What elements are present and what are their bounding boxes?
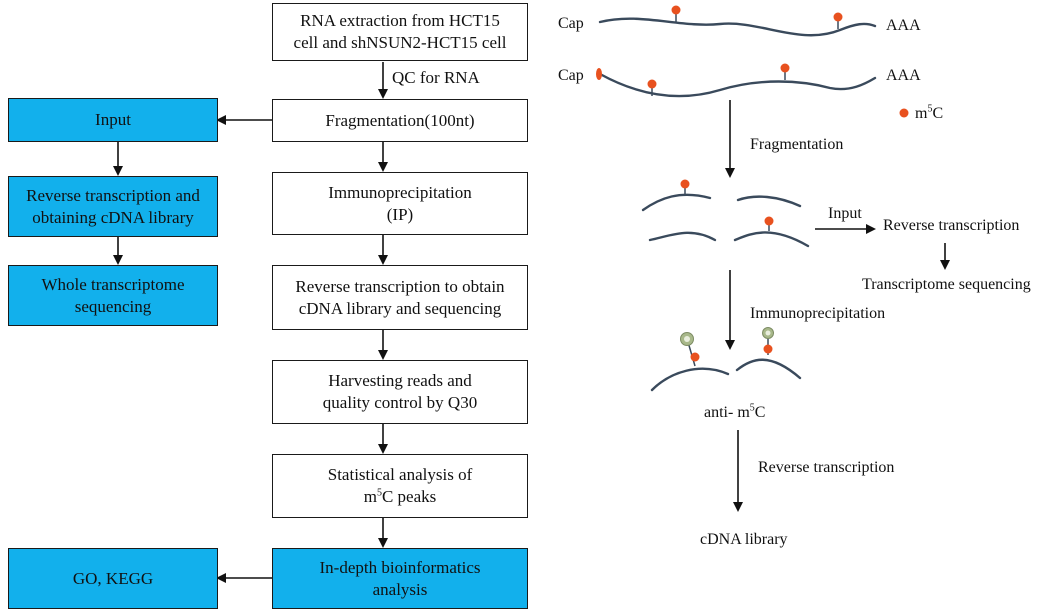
m5c-legend-mark — [899, 108, 909, 118]
m5c-mark — [764, 216, 774, 226]
flowchart-arrows — [113, 62, 950, 583]
reverse-transcription-step-label: Reverse transcription — [883, 217, 1020, 234]
rna-strand-1 — [598, 17, 877, 37]
aaa-label-1: AAA — [886, 17, 921, 34]
antibody-highlights — [684, 330, 771, 342]
antibodies — [680, 327, 774, 346]
ip-fragment-1 — [650, 367, 730, 392]
m5c-mark — [671, 5, 681, 15]
statistical-analysis-line1: Statistical analysis of — [327, 465, 473, 484]
m5c-mark — [647, 79, 657, 89]
fragment-3 — [648, 231, 717, 242]
whole-transcriptome-box: Whole transcriptome sequencing — [8, 265, 218, 326]
fragment-4 — [733, 231, 810, 248]
m5c-mark — [690, 352, 700, 362]
reverse-transcription-step2-label: Reverse transcription — [758, 459, 895, 476]
m5c-mark — [763, 344, 773, 354]
rna-extraction-box: RNA extraction from HCT15 cell and shNSU… — [272, 3, 528, 61]
rna-strand-2 — [598, 72, 877, 98]
statistical-analysis-box: Statistical analysis of m5C peaks — [272, 454, 528, 518]
bioinformatics-box: In-depth bioinformatics analysis — [272, 548, 528, 609]
qc-for-rna-label: QC for RNA — [392, 68, 480, 87]
m5c-legend-label: m5C — [915, 103, 944, 122]
m5c-mark — [780, 63, 790, 73]
transcriptome-sequencing-label: Transcriptome sequencing — [862, 276, 1031, 293]
reverse-transcription-box: Reverse transcription to obtain cDNA lib… — [272, 265, 528, 330]
fragmentation-box: Fragmentation(100nt) — [272, 99, 528, 142]
immunoprecipitation-step-label: Immunoprecipitation — [750, 305, 886, 322]
reverse-transcription-cdna-box: Reverse transcription and obtaining cDNA… — [8, 176, 218, 237]
harvesting-reads-box: Harvesting reads and quality control by … — [272, 360, 528, 424]
immunoprecipitation-box: Immunoprecipitation (IP) — [272, 172, 528, 235]
m5c-mark — [680, 179, 690, 189]
m5c-mark — [833, 12, 843, 22]
fragmentation-step-label: Fragmentation — [750, 136, 844, 153]
anti-m5c-label: anti- m5C — [704, 402, 766, 421]
methyl-marks — [596, 5, 909, 362]
cap-label-2: Cap — [558, 67, 584, 84]
input-box: Input — [8, 98, 218, 142]
cdna-library-label: cDNA library — [700, 531, 788, 548]
statistical-analysis-line2: m5C peaks — [363, 487, 437, 506]
fragment-2 — [736, 195, 802, 208]
cap-label-1: Cap — [558, 15, 584, 32]
fragment-1 — [641, 193, 712, 212]
ip-fragment-2 — [735, 358, 802, 380]
input-step-label: Input — [828, 205, 862, 222]
aaa-label-2: AAA — [886, 67, 921, 84]
m5c-cap-mark — [596, 68, 602, 80]
go-kegg-box: GO, KEGG — [8, 548, 218, 609]
